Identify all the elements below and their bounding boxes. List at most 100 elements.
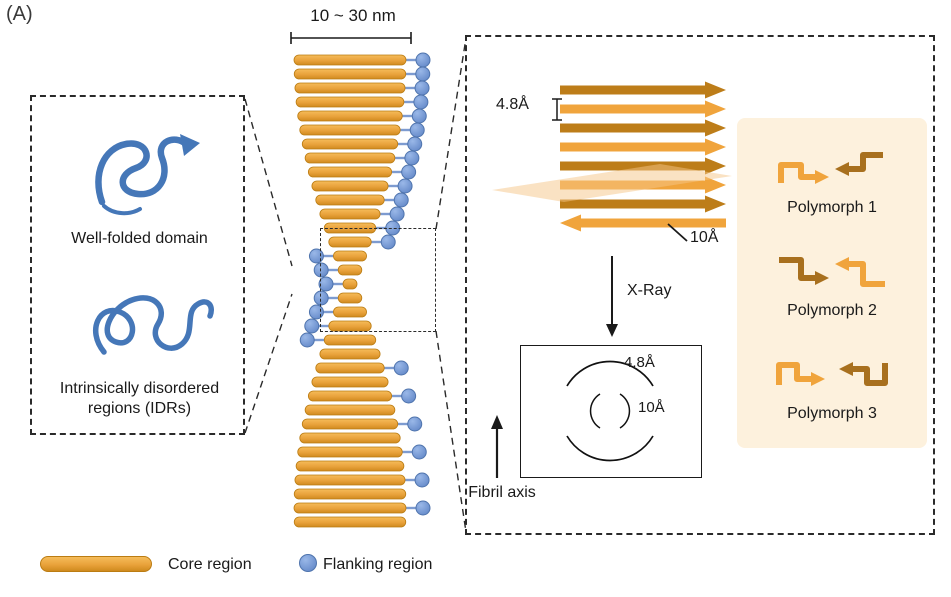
flanking-ball xyxy=(415,500,431,516)
core-rod xyxy=(319,208,381,220)
diffraction-arcs xyxy=(566,360,654,462)
polymorph-3-motif xyxy=(776,362,888,387)
flanking-ball xyxy=(393,360,409,376)
flanking-ball xyxy=(409,122,425,138)
core-rod xyxy=(311,180,389,192)
core-rod xyxy=(294,474,406,486)
beta-strand-arrow xyxy=(560,119,726,137)
polymorph-1-motif xyxy=(778,151,883,184)
ribbon-arrowhead xyxy=(180,134,200,156)
flanking-ball xyxy=(414,80,430,96)
core-rod xyxy=(337,264,363,276)
twisted-fibril-illustration xyxy=(293,52,431,528)
core-rod xyxy=(333,250,367,262)
core-rod xyxy=(295,96,405,108)
core-rod xyxy=(297,446,403,458)
flanking-ball xyxy=(304,318,320,334)
sheet-spacing-label: 10Å xyxy=(690,229,719,246)
core-region-swatch xyxy=(40,556,152,572)
core-rod xyxy=(293,68,407,80)
core-rod xyxy=(301,138,399,150)
polymorph-1-label: Polymorph 1 xyxy=(787,198,877,216)
polymorph-panel: Polymorph 1 Polymorph 2 Polymorph 3 xyxy=(737,118,927,448)
core-rod xyxy=(333,306,367,318)
core-rod xyxy=(328,236,372,248)
core-rod xyxy=(315,194,385,206)
zoom-source-rect xyxy=(320,228,436,332)
core-rod xyxy=(299,124,401,136)
flanking-ball xyxy=(407,416,423,432)
flanking-ball xyxy=(401,388,417,404)
core-rod xyxy=(293,502,407,514)
core-rod xyxy=(323,334,377,346)
flanking-ball xyxy=(380,234,396,250)
flanking-ball xyxy=(411,444,427,460)
strand-spacing-label: 4.8Å xyxy=(496,96,529,113)
flanking-ball xyxy=(389,206,405,222)
beta-strand-arrow xyxy=(560,81,726,99)
core-rod xyxy=(315,362,385,374)
flanking-ball xyxy=(308,248,324,264)
flanking-ball xyxy=(308,304,324,320)
panel-letter: (A) xyxy=(6,3,33,25)
core-rod xyxy=(299,432,401,444)
polymorph-2-label: Polymorph 2 xyxy=(787,301,877,319)
flanking-ball xyxy=(415,52,431,68)
well-folded-label: Well-folded domain xyxy=(71,230,208,247)
flanking-ball xyxy=(318,276,334,292)
diffraction-pattern-box: 4.8Å 10Å xyxy=(520,345,702,478)
idr-cartoon xyxy=(92,295,214,355)
polymorph-item-1: Polymorph 1 xyxy=(767,143,897,217)
flanking-region-label: Flanking region xyxy=(323,556,433,573)
outer-arc-top xyxy=(566,360,654,387)
diffraction-inner-label: 10Å xyxy=(638,399,665,416)
core-rod xyxy=(294,82,406,94)
outer-arc-bottom xyxy=(566,435,654,462)
zoom-box xyxy=(465,35,935,535)
idr-label: Intrinsically disordered regions (IDRs) xyxy=(59,380,220,417)
flanking-ball xyxy=(401,164,417,180)
flanking-ball xyxy=(299,332,315,348)
core-rod xyxy=(304,404,396,416)
flanking-region-swatch xyxy=(299,554,317,572)
inner-arc-right xyxy=(619,393,631,429)
polymorph-item-3: Polymorph 3 xyxy=(767,349,897,423)
inner-arc-left xyxy=(589,393,601,429)
flanking-ball xyxy=(407,136,423,152)
beta-strand-arrow xyxy=(560,100,726,118)
flanking-ball xyxy=(393,192,409,208)
core-rod xyxy=(307,390,393,402)
fibril-axis-label: Fibril axis xyxy=(468,484,536,501)
loop-tail xyxy=(102,204,142,216)
core-rod xyxy=(342,278,358,290)
core-rod xyxy=(307,166,393,178)
flanking-ball xyxy=(397,178,413,194)
core-rod xyxy=(319,348,381,360)
core-rod xyxy=(301,418,399,430)
core-rod xyxy=(304,152,396,164)
polymorph-2-motif xyxy=(779,256,885,287)
core-rod xyxy=(297,110,403,122)
core-rod xyxy=(311,376,389,388)
beta-strand-arrow xyxy=(560,195,726,213)
flanking-ball xyxy=(313,290,329,306)
core-rod xyxy=(337,292,363,304)
xray-label: X-Ray xyxy=(627,282,672,299)
flanking-ball xyxy=(404,150,420,166)
well-folded-domain-cartoon xyxy=(95,134,200,216)
beta-strand-arrow xyxy=(560,138,726,156)
fibril-width-label: 10 ~ 30 nm xyxy=(310,6,396,25)
polymorph-item-2: Polymorph 2 xyxy=(767,246,897,320)
flanking-ball xyxy=(313,262,329,278)
polymorph-3-label: Polymorph 3 xyxy=(787,405,877,423)
domains-box: Well-folded domain Intrinsically disorde… xyxy=(30,95,245,435)
core-rod xyxy=(293,488,407,500)
flanking-ball xyxy=(411,108,427,124)
cross-section-plane xyxy=(492,164,732,202)
flanking-ball xyxy=(414,472,430,488)
diffraction-outer-label: 4.8Å xyxy=(624,354,655,371)
disordered-squiggle xyxy=(92,295,214,355)
core-rod xyxy=(293,516,407,528)
flanking-ball xyxy=(413,94,429,110)
